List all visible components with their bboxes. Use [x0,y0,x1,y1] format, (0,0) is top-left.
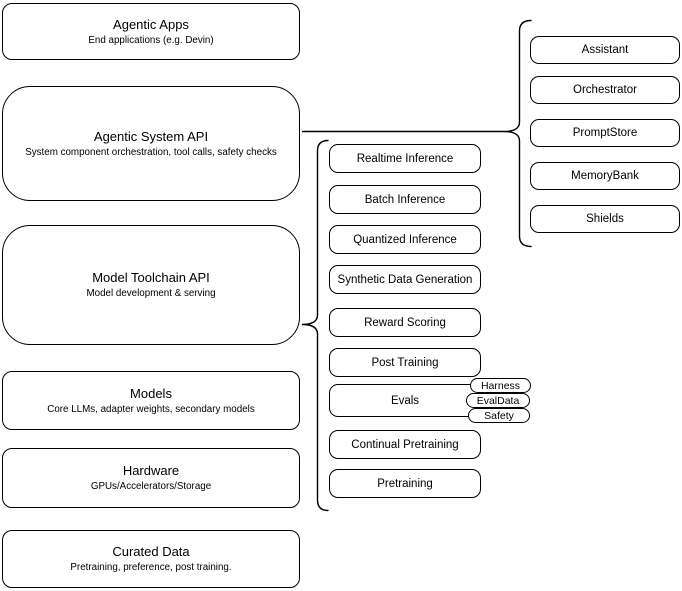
oval-safety: Safety [468,408,530,423]
node-agentic-apps: Agentic Apps End applications (e.g. Devi… [2,3,300,60]
node-pretraining: Pretraining [329,469,481,498]
node-evals: Evals [329,384,481,417]
node-model-toolchain-api: Model Toolchain API Model development & … [2,225,300,345]
node-subtitle: End applications (e.g. Devin) [88,34,214,46]
node-curated-data: Curated Data Pretraining, preference, po… [2,530,300,588]
node-subtitle: Pretraining, preference, post training. [70,562,232,573]
node-title: Model Toolchain API [92,270,210,285]
node-shields: Shields [530,205,680,233]
node-subtitle: GPUs/Accelerators/Storage [90,481,212,492]
node-continual-pretraining: Continual Pretraining [329,430,481,459]
node-subtitle: System component orchestration, tool cal… [25,146,277,158]
node-subtitle: Core LLMs, adapter weights, secondary mo… [47,403,255,415]
node-reward-scoring: Reward Scoring [329,308,481,337]
node-title: Agentic Apps [113,16,189,32]
node-promptstore: PromptStore [530,119,680,147]
node-synthetic-data-generation: Synthetic Data Generation [329,265,481,294]
brace-system-components [503,19,532,248]
node-subtitle: Model development & serving [86,288,216,299]
brace-toolchain-services [301,139,329,512]
node-models: Models Core LLMs, adapter weights, secon… [2,371,300,430]
node-hardware: Hardware GPUs/Accelerators/Storage [2,448,300,508]
node-post-training: Post Training [329,348,481,377]
node-title: Models [130,385,172,401]
node-agentic-system-api: Agentic System API System component orch… [2,86,300,201]
node-realtime-inference: Realtime Inference [329,144,481,173]
node-orchestrator: Orchestrator [530,76,680,104]
node-title: Hardware [122,463,180,478]
oval-harness: Harness [470,378,531,393]
node-memorybank: MemoryBank [530,162,680,190]
node-title: Agentic System API [93,128,209,144]
node-title: Curated Data [112,544,190,559]
node-quantized-inference: Quantized Inference [329,225,481,254]
node-batch-inference: Batch Inference [329,185,481,214]
node-assistant: Assistant [530,36,680,64]
oval-evaldata: EvalData [466,393,530,408]
